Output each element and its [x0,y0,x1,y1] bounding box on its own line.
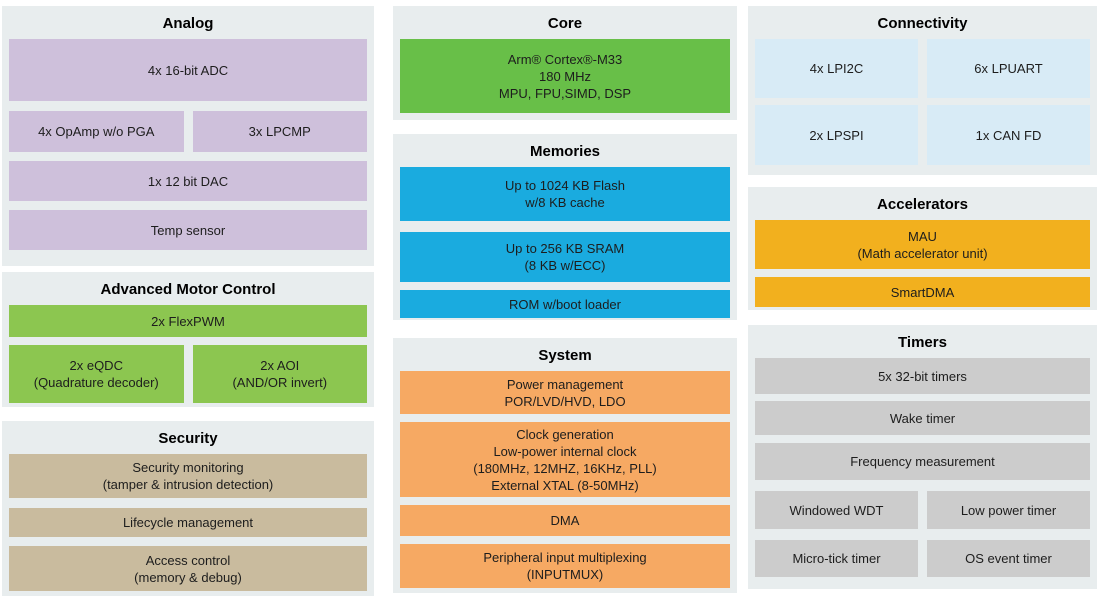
panel-timers-title: Timers [898,334,947,351]
block-micro-tick-timer: Micro-tick timer [755,540,918,577]
panel-security: Security Security monitoring (tamper & i… [2,421,374,596]
block-wake-timer: Wake timer [755,401,1090,435]
panel-analog-title: Analog [162,15,214,32]
panel-security-title: Security [158,430,218,447]
block-clock-generation: Clock generation Low-power internal cloc… [400,422,730,497]
block-lpspi: 2x LPSPI [755,105,918,165]
block-dma: DMA [400,505,730,536]
block-16bit-adc: 4x 16-bit ADC [9,39,367,101]
block-frequency-measurement: Frequency measurement [755,443,1090,480]
block-can-fd: 1x CAN FD [927,105,1090,165]
block-lpcmp: 3x LPCMP [192,111,367,152]
block-inputmux: Peripheral input multiplexing (INPUTMUX) [400,544,730,588]
block-opamp: 4x OpAmp w/o PGA [9,111,184,152]
timers-row-1: Windowed WDT Low power timer [755,491,1090,529]
panel-accelerators-title: Accelerators [877,196,968,213]
panel-memories-title: Memories [529,143,601,160]
panel-connectivity-title: Connectivity [877,15,968,32]
analog-row: 4x OpAmp w/o PGA 3x LPCMP [9,111,367,152]
panel-memories: Memories Up to 1024 KB Flash w/8 KB cach… [393,134,737,320]
panel-motor-control-title: Advanced Motor Control [100,281,276,298]
motor-control-row: 2x eQDC (Quadrature decoder) 2x AOI (AND… [9,345,367,403]
block-12bit-dac: 1x 12 bit DAC [9,161,367,201]
panel-core-title: Core [547,15,583,32]
panel-motor-control: Advanced Motor Control 2x FlexPWM 2x eQD… [2,272,374,407]
block-sram: Up to 256 KB SRAM (8 KB w/ECC) [400,232,730,282]
block-flash: Up to 1024 KB Flash w/8 KB cache [400,167,730,221]
panel-accelerators: Accelerators MAU (Math accelerator unit)… [748,187,1097,310]
column-middle: Core Arm® Cortex®-M33 180 MHz MPU, FPU,S… [393,6,737,596]
block-os-event-timer: OS event timer [927,540,1090,577]
block-cortex-m33: Arm® Cortex®-M33 180 MHz MPU, FPU,SIMD, … [400,39,730,113]
block-mau: MAU (Math accelerator unit) [755,220,1090,269]
block-lpuart: 6x LPUART [927,39,1090,98]
connectivity-row-2: 2x LPSPI 1x CAN FD [755,105,1090,165]
column-right: Connectivity 4x LPI2C 6x LPUART 2x LPSPI… [748,6,1097,596]
panel-core: Core Arm® Cortex®-M33 180 MHz MPU, FPU,S… [393,6,737,120]
block-windowed-wdt: Windowed WDT [755,491,918,529]
connectivity-row-1: 4x LPI2C 6x LPUART [755,39,1090,98]
block-temp-sensor: Temp sensor [9,210,367,250]
block-rom: ROM w/boot loader [400,290,730,318]
block-lifecycle-management: Lifecycle management [9,508,367,537]
block-access-control: Access control (memory & debug) [9,546,367,591]
panel-timers: Timers 5x 32-bit timers Wake timer Frequ… [748,325,1097,589]
block-lpi2c: 4x LPI2C [755,39,918,98]
column-left: Analog 4x 16-bit ADC 4x OpAmp w/o PGA 3x… [2,6,374,596]
block-low-power-timer: Low power timer [927,491,1090,529]
block-security-monitoring: Security monitoring (tamper & intrusion … [9,454,367,498]
block-power-management: Power management POR/LVD/HVD, LDO [400,371,730,414]
block-32bit-timers: 5x 32-bit timers [755,358,1090,394]
panel-analog: Analog 4x 16-bit ADC 4x OpAmp w/o PGA 3x… [2,6,374,266]
panel-system: System Power management POR/LVD/HVD, LDO… [393,338,737,593]
block-aoi: 2x AOI (AND/OR invert) [192,345,367,403]
timers-row-2: Micro-tick timer OS event timer [755,540,1090,577]
block-eqdc: 2x eQDC (Quadrature decoder) [9,345,184,403]
block-flexpwm: 2x FlexPWM [9,305,367,337]
block-smartdma: SmartDMA [755,277,1090,307]
panel-connectivity: Connectivity 4x LPI2C 6x LPUART 2x LPSPI… [748,6,1097,175]
panel-system-title: System [538,347,592,364]
